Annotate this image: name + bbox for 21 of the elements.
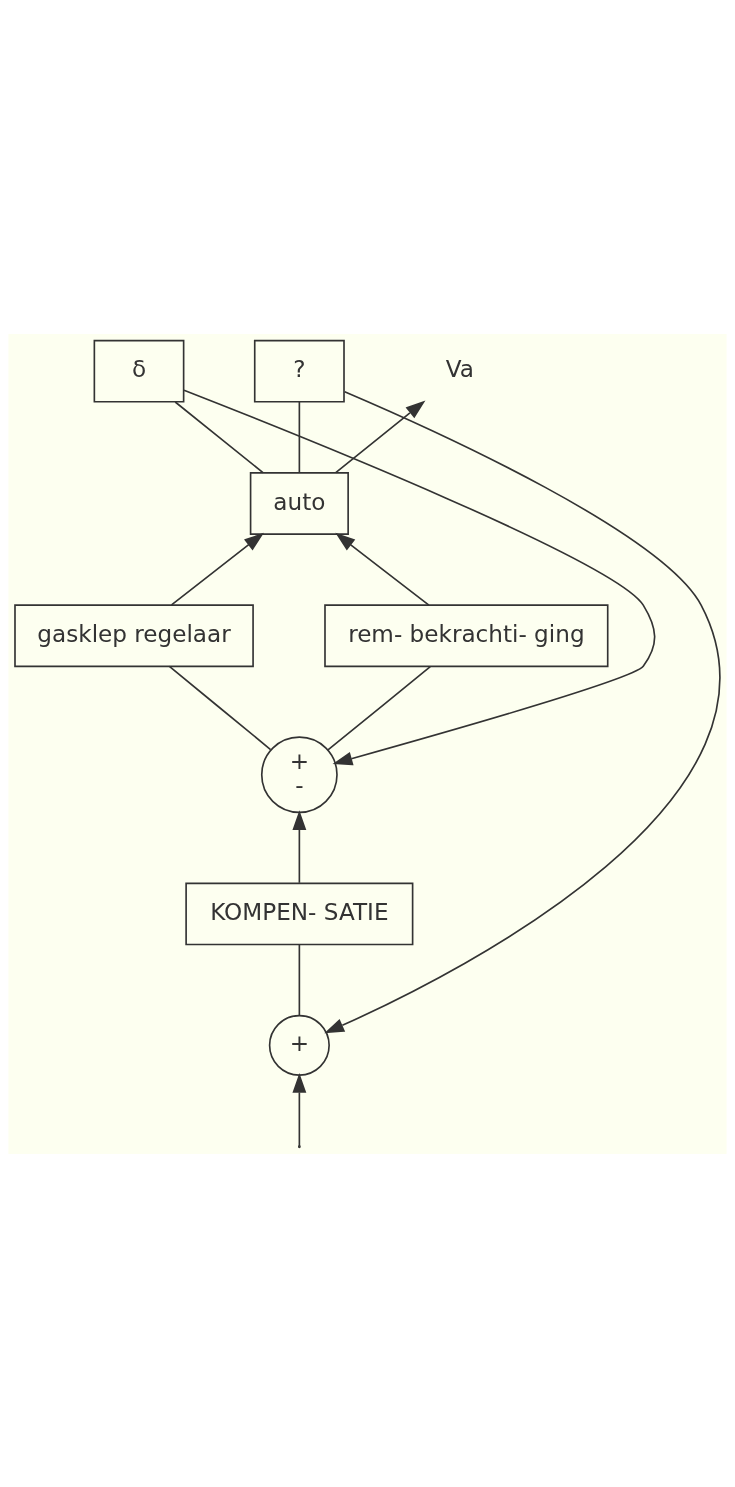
- node-box: ?: [253, 339, 345, 403]
- arrow: [292, 1072, 307, 1147]
- arrow: [170, 532, 264, 606]
- arrow: [183, 388, 656, 765]
- node-box: rem- bekrachti- ging: [324, 603, 609, 667]
- node-circle: + -: [260, 735, 338, 813]
- node-box: δ: [93, 339, 185, 403]
- arrow: [334, 399, 426, 473]
- connector: [168, 665, 272, 750]
- node-box: gasklep regelaar: [14, 603, 254, 667]
- connector: [298, 400, 301, 473]
- connector: [298, 943, 301, 1016]
- arrow: [292, 809, 307, 884]
- connector: [174, 400, 264, 473]
- node-circle: +: [268, 1014, 330, 1076]
- node-box: KOMPEN- SATIE: [185, 882, 414, 945]
- arrow: [324, 390, 720, 1033]
- arrow: [335, 532, 430, 606]
- node-text: Va: [445, 355, 474, 382]
- node-box: auto: [249, 471, 349, 535]
- connector: [326, 665, 432, 751]
